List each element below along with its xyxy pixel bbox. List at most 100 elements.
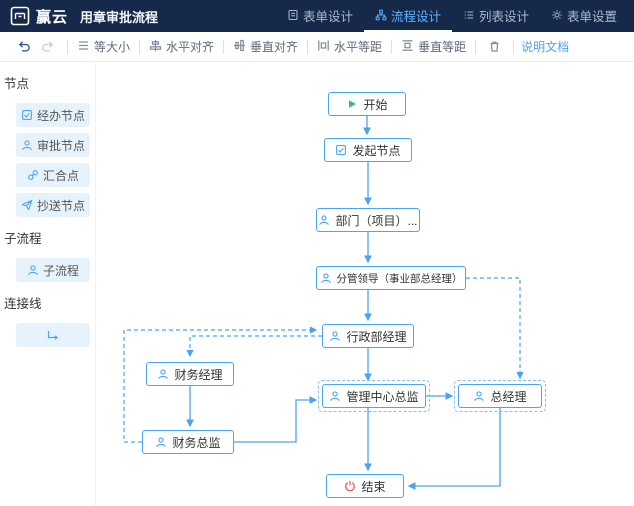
flow-node-mgmt-center-director[interactable]: 管理中心总监 (318, 380, 430, 412)
vertical-align-button[interactable]: 垂直对齐 (231, 38, 300, 55)
flow-node-general-manager[interactable]: 总经理 (454, 380, 546, 412)
palette-item-label: 汇合点 (42, 168, 79, 183)
horizontal-spacing-icon (317, 39, 330, 55)
logo-icon (10, 6, 30, 26)
flow-node-end[interactable]: 结束 (326, 474, 404, 498)
connector-gm-to-end[interactable] (407, 408, 501, 490)
horizontal-align-icon (149, 39, 162, 55)
flow-node-leader[interactable]: 分管领导（事业部总经理） (316, 266, 466, 290)
vertical-align-icon (233, 39, 246, 55)
palette-item-merge-node[interactable]: 汇合点 (16, 163, 90, 187)
doc-link[interactable]: 说明文档 (521, 40, 570, 54)
merge-node-icon (28, 170, 38, 180)
palette-item-label: 审批节点 (36, 138, 85, 153)
flow-node-admin-manager[interactable]: 行政部经理 (322, 324, 414, 348)
palette-item-approve-node[interactable]: 审批节点 (16, 133, 90, 157)
handle-node-icon (22, 110, 32, 120)
tool-label: 水平等距 (334, 40, 383, 54)
user-icon (329, 390, 341, 402)
palette-item-label: 经办节点 (36, 108, 85, 123)
cc-node-icon (21, 199, 33, 211)
flow-node-label: 财务经理 (174, 367, 223, 382)
form-settings-icon (551, 9, 563, 21)
user-icon (329, 330, 341, 342)
page-title: 用章审批流程 (80, 9, 159, 25)
flow-node-label: 发起节点 (352, 143, 401, 158)
flow-canvas[interactable]: 开始 发起节点 部门（项目）... 分管领导（事业部总经理） 行政部经理 (96, 62, 634, 506)
palette-section-title: 连接线 (4, 297, 42, 311)
tool-label: 垂直等距 (418, 40, 467, 54)
user-icon (157, 368, 169, 380)
horizontal-align-button[interactable]: 水平对齐 (147, 38, 216, 55)
toolbar-separator (513, 39, 515, 54)
tab-label: 流程设计 (390, 9, 441, 24)
palette-section-title: 节点 (4, 77, 30, 91)
approve-node-icon (22, 140, 32, 150)
flow-node-label: 财务总监 (172, 435, 221, 450)
toolbar-separator (391, 39, 393, 54)
equal-size-button[interactable]: 等大小 (75, 38, 132, 55)
flow-node-label: 行政部经理 (346, 329, 407, 344)
subflow-icon (28, 265, 38, 275)
user-icon (155, 436, 167, 448)
tab-label: 列表设计 (478, 9, 529, 24)
tab-label: 表单设计 (302, 9, 353, 24)
toolbar-separator (139, 39, 141, 54)
flow-node-department[interactable]: 部门（项目）... (316, 208, 420, 232)
nav-tabs: 表单设计 流程设计 列表设计 表单设置 (276, 0, 634, 32)
flow-node-finance-manager[interactable]: 财务经理 (146, 362, 234, 386)
user-icon (318, 214, 330, 226)
connector-dashed-admin-to-financemgr[interactable] (186, 335, 322, 358)
power-icon (344, 480, 356, 492)
palette-item-label: 子流程 (42, 263, 79, 278)
toolbar: 等大小 水平对齐 垂直对齐 水平等距 垂 (0, 32, 634, 62)
user-icon (320, 272, 332, 284)
tab-form-settings[interactable]: 表单设置 (540, 0, 628, 32)
toolbar-separator (67, 39, 68, 54)
vertical-spacing-button[interactable]: 垂直等距 (399, 38, 468, 55)
form-design-icon (287, 9, 299, 21)
palette-item-cc-node[interactable]: 抄送节点 (16, 193, 90, 217)
list-design-icon (463, 9, 475, 21)
vertical-spacing-icon (401, 39, 414, 55)
horizontal-spacing-button[interactable]: 水平等距 (315, 38, 384, 55)
play-icon (346, 98, 358, 110)
tool-label: 等大小 (94, 40, 131, 54)
flow-node-label: 结束 (361, 479, 386, 494)
edit-doc-icon (335, 144, 347, 156)
toolbar-separator (475, 39, 477, 54)
trash-icon[interactable] (483, 40, 506, 53)
undo-icon[interactable] (12, 40, 36, 53)
palette-item-handle-node[interactable]: 经办节点 (16, 103, 90, 127)
equal-size-icon (77, 39, 90, 55)
palette-item-connector-line[interactable] (16, 323, 90, 347)
flow-node-label: 总经理 (490, 389, 527, 404)
flow-node-initiate[interactable]: 发起节点 (324, 138, 412, 162)
tab-label: 表单设置 (566, 9, 617, 24)
tab-flow-design[interactable]: 流程设计 (363, 0, 452, 32)
flow-node-label: 管理中心总监 (346, 389, 419, 404)
connector-dashed-leader-to-gm[interactable] (466, 277, 524, 380)
connector-dashed-financedir-to-admin[interactable] (123, 326, 318, 443)
flow-node-label: 开始 (363, 97, 388, 112)
node-palette: 节点 经办节点 审批节点 汇合点 抄送节点 子流程 子流程 连接线 (0, 62, 96, 506)
flow-node-label: 分管领导（事业部总经理） (336, 272, 463, 285)
palette-item-subflow[interactable]: 子流程 (16, 258, 90, 282)
connector-financedir-to-mgmt[interactable] (234, 396, 318, 443)
top-navbar: 赢云 用章审批流程 表单设计 流程设计 列表设计 (0, 0, 634, 32)
palette-section-title: 子流程 (4, 232, 42, 246)
toolbar-separator (307, 39, 309, 54)
connector-layer (123, 116, 524, 490)
redo-icon[interactable] (36, 40, 60, 53)
toolbar-separator (223, 39, 225, 54)
flow-node-finance-director[interactable]: 财务总监 (142, 430, 234, 454)
tab-list-design[interactable]: 列表设计 (452, 0, 540, 32)
brand: 赢云 (0, 6, 68, 27)
tool-label: 水平对齐 (166, 40, 215, 54)
tool-label: 垂直对齐 (250, 40, 299, 54)
user-icon (473, 390, 485, 402)
tab-form-design[interactable]: 表单设计 (276, 0, 364, 32)
flow-design-icon (375, 9, 387, 21)
flow-node-start[interactable]: 开始 (328, 92, 406, 116)
